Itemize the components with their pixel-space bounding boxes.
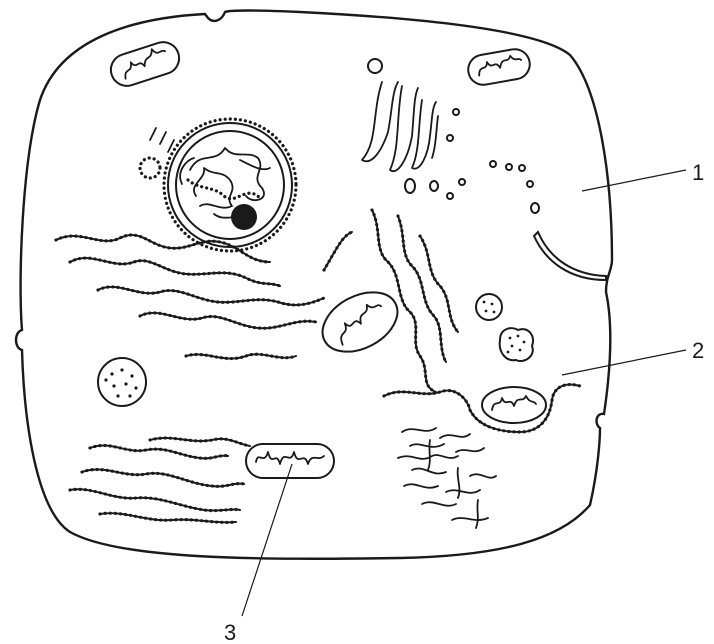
label-1: 1 bbox=[692, 160, 704, 185]
nucleolus bbox=[231, 204, 257, 230]
mitochondrion-bottom bbox=[246, 444, 334, 478]
mitochondrion-right bbox=[482, 387, 546, 423]
lysosome-small bbox=[476, 294, 502, 320]
lysosome-right bbox=[500, 328, 533, 361]
label-3: 3 bbox=[224, 620, 236, 644]
lysosome-left bbox=[98, 358, 146, 406]
label-2: 2 bbox=[692, 338, 704, 363]
